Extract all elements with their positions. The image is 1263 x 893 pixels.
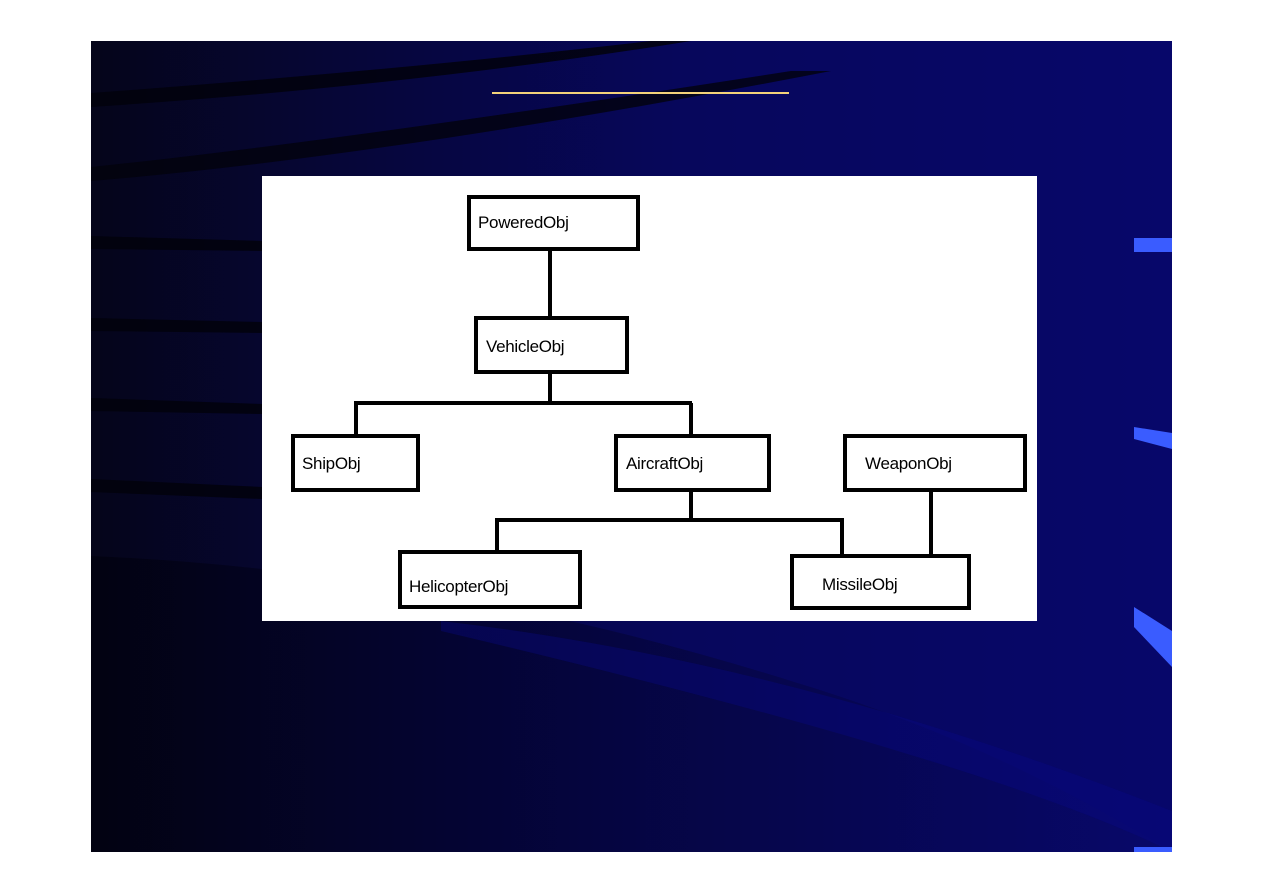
node-missile: MissileObj: [790, 554, 971, 610]
accent-dash: [1134, 847, 1172, 852]
node-label-missile: MissileObj: [822, 575, 897, 594]
node-label-vehicle: VehicleObj: [486, 337, 564, 356]
accent-dash: [1134, 427, 1172, 449]
accent-dash: [1134, 238, 1172, 252]
background-band: [91, 398, 262, 414]
node-label-powered: PoweredObj: [478, 213, 569, 232]
slide-background: [91, 41, 1172, 852]
node-label-aircraft: AircraftObj: [626, 454, 703, 473]
background-band: [91, 318, 262, 333]
node-vehicle: VehicleObj: [474, 316, 629, 374]
node-helicopter: HelicopterObj: [398, 550, 582, 609]
title-underline: [492, 92, 789, 94]
slide: PoweredObj VehicleObj ShipObj AircraftOb…: [91, 41, 1172, 852]
node-aircraft: AircraftObj: [614, 434, 771, 492]
accent-dash: [1134, 607, 1172, 667]
node-powered: PoweredObj: [467, 195, 640, 251]
node-ship: ShipObj: [291, 434, 420, 492]
node-weapon: WeaponObj: [843, 434, 1027, 492]
background-band: [91, 236, 262, 251]
class-hierarchy-diagram: PoweredObj VehicleObj ShipObj AircraftOb…: [262, 176, 1037, 621]
background-band: [91, 71, 831, 181]
node-label-helicopter: HelicopterObj: [409, 577, 508, 596]
background-sweep: [91, 556, 1172, 852]
background-band: [91, 479, 262, 499]
node-label-ship: ShipObj: [302, 454, 360, 473]
connectors: [354, 249, 933, 556]
diagram-canvas: PoweredObj VehicleObj ShipObj AircraftOb…: [291, 195, 1027, 610]
background-sweep: [441, 621, 1172, 852]
node-label-weapon: WeaponObj: [865, 454, 952, 473]
background-band: [91, 41, 691, 107]
